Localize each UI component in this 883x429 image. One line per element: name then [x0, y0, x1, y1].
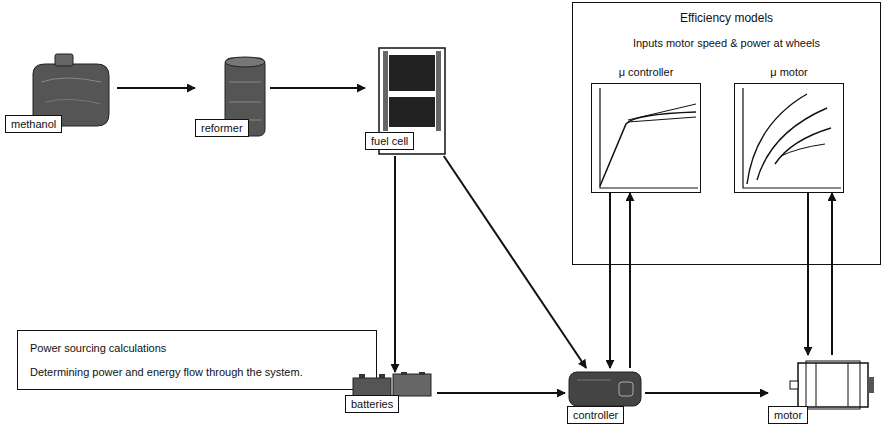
electric-motor: motor [768, 355, 878, 425]
panel-subtitle: Inputs motor speed & power at wheels [573, 37, 880, 49]
flow-arrow [270, 87, 365, 89]
flow-arrow [437, 392, 565, 394]
efficiency-chart: μ controller [591, 83, 701, 193]
chart-heading: μ controller [592, 66, 700, 78]
flow-arrow [807, 193, 809, 355]
component-label: batteries [345, 395, 399, 413]
efficiency-curve [735, 84, 843, 192]
motor-controller: controller [565, 368, 645, 424]
component-label: reformer [195, 119, 249, 137]
component-label: motor [768, 406, 808, 424]
flow-arrow [117, 87, 195, 89]
component-label: controller [567, 406, 624, 424]
note-body: Determining power and energy flow throug… [30, 365, 362, 379]
chart-heading: μ motor [735, 66, 843, 78]
flow-arrow [609, 193, 611, 368]
fuel-cell-stack: fuel cell [365, 45, 448, 156]
battery-pack: batteries [345, 372, 437, 418]
flow-arrow [645, 392, 768, 394]
note-box: Power sourcing calculationsDetermining p… [17, 330, 377, 390]
methanol-tank: methanol [5, 52, 117, 138]
flow-arrow [629, 193, 631, 368]
flow-arrow [394, 156, 396, 372]
efficiency-chart: μ motor [734, 83, 844, 193]
component-label: methanol [5, 115, 62, 133]
note-title: Power sourcing calculations [30, 341, 362, 355]
reformer-unit: reformer [195, 52, 270, 142]
flow-arrow [444, 156, 586, 368]
efficiency-curve [592, 84, 700, 192]
efficiency-panel: Efficiency modelsInputs motor speed & po… [572, 2, 881, 265]
panel-title: Efficiency models [573, 11, 880, 25]
component-label: fuel cell [365, 132, 414, 150]
flow-arrow [831, 193, 833, 355]
